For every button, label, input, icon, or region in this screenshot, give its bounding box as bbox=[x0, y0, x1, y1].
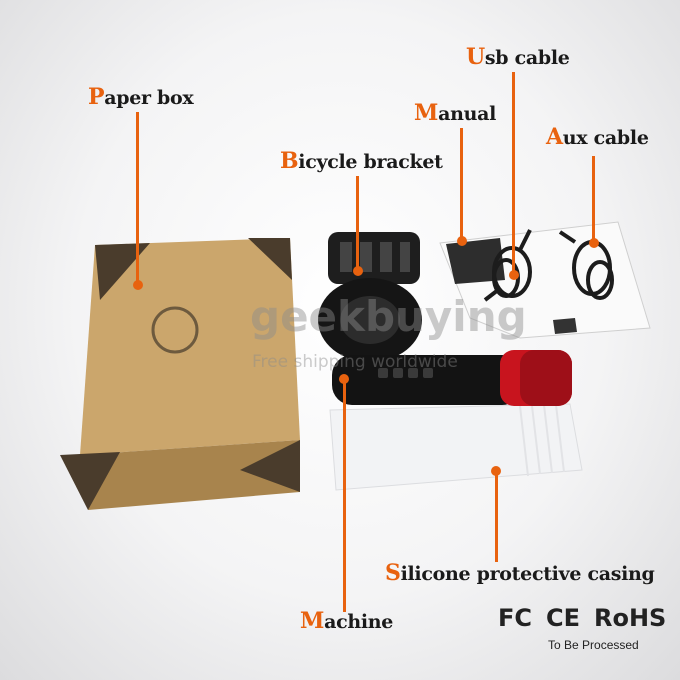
watermark-tagline: Free shipping worldwide bbox=[252, 352, 458, 372]
manual-dot bbox=[457, 236, 467, 246]
label-silicone-casing: Silicone protective casing bbox=[385, 560, 655, 586]
bracket-dot bbox=[353, 266, 363, 276]
fc-mark: FC bbox=[498, 604, 533, 632]
paper-box-item bbox=[60, 238, 300, 510]
certification-note: To Be Processed bbox=[548, 638, 639, 652]
label-aux-cable: Aux cable bbox=[546, 124, 649, 150]
aux-cable-dot bbox=[589, 238, 599, 248]
label-manual: Manual bbox=[414, 100, 497, 126]
bracket-item bbox=[318, 232, 422, 362]
label-machine: Machine bbox=[300, 608, 394, 634]
manual-sheet bbox=[439, 221, 651, 339]
bracket-leader bbox=[356, 176, 359, 270]
paper-box-dot bbox=[133, 280, 143, 290]
rohs-mark: RoHS bbox=[594, 604, 667, 632]
silicone-casing-item bbox=[329, 403, 583, 491]
aux-cable-leader bbox=[592, 156, 595, 240]
silicone-leader bbox=[495, 472, 498, 562]
label-bicycle-bracket: Bicycle bracket bbox=[280, 148, 443, 174]
manual-leader bbox=[460, 128, 463, 238]
watermark-brand: geekbuying bbox=[250, 292, 527, 341]
speaker-machine-item bbox=[332, 350, 572, 406]
label-usb-cable: Usb cable bbox=[466, 44, 570, 70]
machine-leader bbox=[343, 380, 346, 612]
usb-cable-dot bbox=[509, 270, 519, 280]
ce-mark: CE bbox=[546, 604, 581, 632]
silicone-dot bbox=[491, 466, 501, 476]
paper-box-leader bbox=[136, 112, 139, 282]
usb-cable-leader bbox=[512, 72, 515, 272]
machine-dot bbox=[339, 374, 349, 384]
label-paper-box: Paper box bbox=[88, 84, 194, 110]
